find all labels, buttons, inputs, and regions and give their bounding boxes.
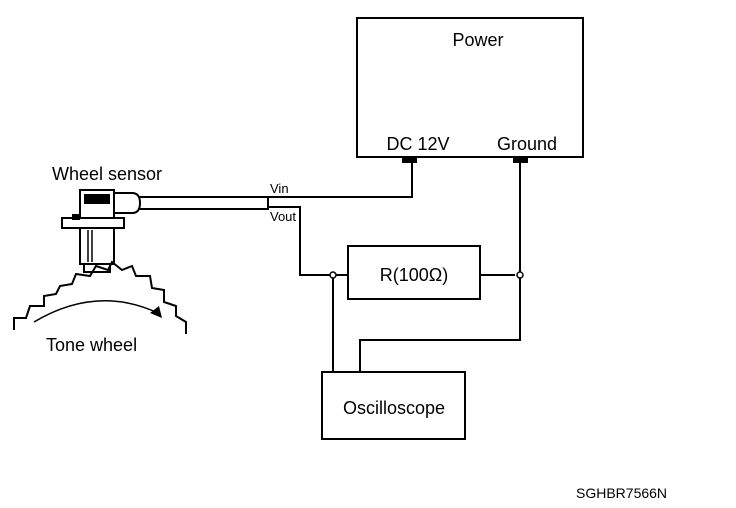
left-junction-node: [329, 271, 337, 279]
ground-terminal: [513, 157, 528, 163]
tone-wheel-arrow-head: [150, 306, 162, 318]
figure-code: SGHBR7566N: [576, 485, 667, 501]
oscilloscope-box: [321, 371, 466, 440]
oscilloscope: Oscilloscope: [321, 371, 466, 440]
tone-wheel-arrow-arc: [33, 300, 161, 323]
resistor: R(100Ω): [347, 245, 481, 300]
sensor-cable-boot: [111, 192, 142, 214]
wheel-sensor-label: Wheel sensor: [52, 164, 162, 184]
vout-label: Vout: [270, 209, 296, 224]
tone-wheel-icon: Tone wheel: [13, 260, 187, 355]
resistor-label: R(100Ω): [380, 265, 448, 285]
sensor-cable: [137, 196, 269, 210]
ground-terminal-label: Ground: [497, 134, 557, 154]
wheel-sensor-icon: Wheel sensor Vin Vout: [52, 164, 296, 273]
dc-12v-terminal: [402, 157, 417, 163]
power-title: Power: [452, 30, 503, 50]
dc-12v-terminal-label: DC 12V: [386, 134, 449, 154]
right-junction-node: [516, 271, 524, 279]
power-supply: Power DC 12V Ground: [356, 17, 584, 163]
power-supply-box: [356, 17, 584, 158]
scope-ground-wire: [359, 278, 521, 372]
vout-wire: [268, 206, 330, 276]
sensor-body: [79, 227, 115, 265]
tone-wheel-label: Tone wheel: [46, 335, 137, 355]
sensor-tip: [83, 263, 111, 273]
oscilloscope-label: Oscilloscope: [343, 398, 445, 418]
sensor-head-inner: [84, 194, 110, 204]
resistor-box: [347, 245, 481, 300]
vin-label: Vin: [270, 181, 289, 196]
sensor-flange: [61, 217, 125, 229]
sensor-flange-hole: [72, 214, 80, 220]
vin-wire: [268, 163, 413, 198]
circuit-wires: [268, 163, 524, 372]
tone-wheel-teeth: [13, 260, 187, 334]
